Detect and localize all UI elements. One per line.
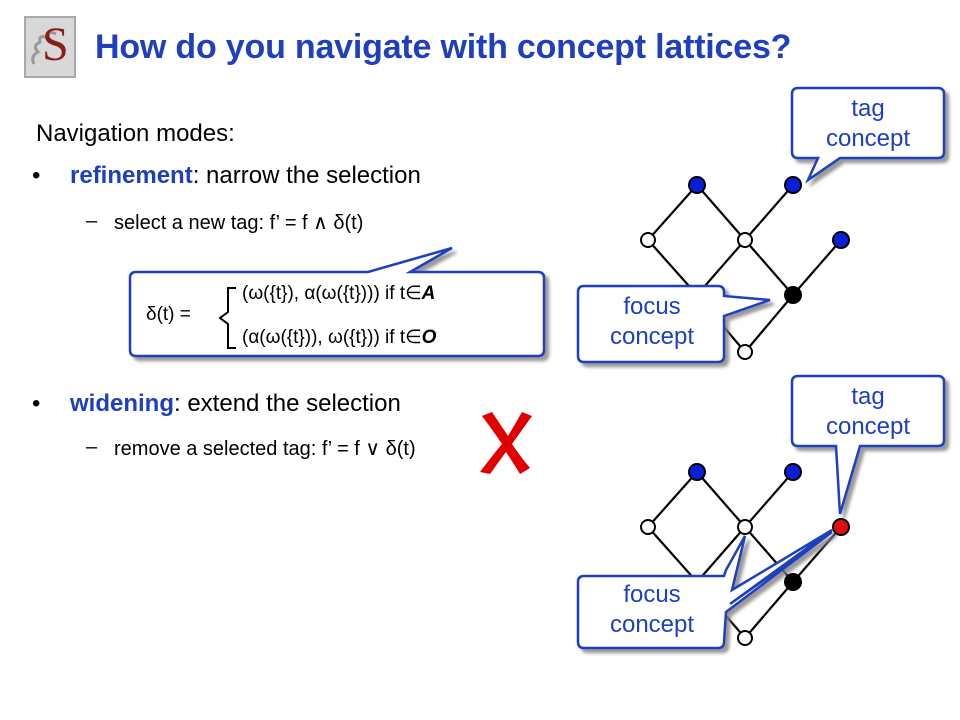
bullet-dot: • [32,390,41,417]
lattice-node-black [784,286,802,304]
callout-line: concept [609,611,695,638]
formula-case-1-text: (ω({t}), α(ω({t}))) if t∈ [242,283,422,304]
lattice-node-white [640,232,656,248]
tag-concept-label-top: tag concept [800,94,936,154]
callout-line: concept [609,323,695,350]
sub-refinement: –select a new tag: f’ = f ∧ δ(t) [86,210,364,235]
slide-title: How do you navigate with concept lattice… [95,28,792,66]
formula-case-1-set: A [421,283,436,304]
callout-line: focus [623,293,681,320]
lattice-node-blue [832,231,850,249]
lattice-node-blue [784,176,802,194]
focus-concept-label-bottom: focus concept [586,580,718,640]
lattice-node-red [832,518,850,536]
bullet-widening: • widening: extend the selection [32,390,401,418]
callout-line: focus [623,581,681,608]
bullet-widening-text: : extend the selection [174,390,401,417]
lattice-node-white [737,232,753,248]
cross-mark-icon [480,412,532,474]
svg-text:S: S [42,18,69,71]
focus-concept-label-top: focus concept [586,292,718,352]
sub-refinement-text: select a new tag: f’ = f ∧ δ(t) [114,212,364,234]
bullet-refinement-text: : narrow the selection [192,162,421,189]
formula-case-2: (α(ω({t})), ω({t})) if t∈O [242,326,436,349]
sub-dash: – [86,210,98,232]
bullet-refinement: • refinement: narrow the selection [32,162,421,190]
lattice-node-blue [688,176,706,194]
callout-line: tag [851,95,885,122]
sub-widening-text: remove a selected tag: f’ = f ∨ δ(t) [114,438,416,460]
sub-dash: – [86,436,98,458]
formula-lhs: δ(t) = [146,304,191,325]
sub-widening: –remove a selected tag: f’ = f ∨ δ(t) [86,436,416,461]
lattice-node-white [737,344,753,360]
focus-concept-callout-top [576,284,771,364]
callout-line: tag [851,383,885,410]
bullet-dot: • [32,162,41,189]
keyword-refinement: refinement [70,162,193,189]
formula-case-2-text: (α(ω({t})), ω({t})) if t∈ [242,327,422,348]
lattice-node-blue [784,463,802,481]
lattice-node-black [784,573,802,591]
lattice-node-white [640,519,656,535]
focus-concept-callout-bottom [576,528,833,650]
tag-concept-label-bottom: tag concept [800,382,936,442]
navigation-modes-heading: Navigation modes: [36,120,235,147]
keyword-widening: widening [70,390,174,417]
formula-callout [128,246,546,358]
lattice-node-blue [688,463,706,481]
formula-case-2-set: O [421,327,437,348]
lattice-node-white [737,630,753,646]
formula-case-1: (ω({t}), α(ω({t}))) if t∈A [242,282,435,305]
university-logo: S [24,16,76,78]
callout-line: concept [825,125,911,152]
callout-line: concept [825,413,911,440]
tag-concept-callout-bottom [790,374,946,515]
formula-brace-icon [218,287,236,349]
lattice-node-white [737,519,753,535]
tag-concept-callout-top [790,86,946,184]
